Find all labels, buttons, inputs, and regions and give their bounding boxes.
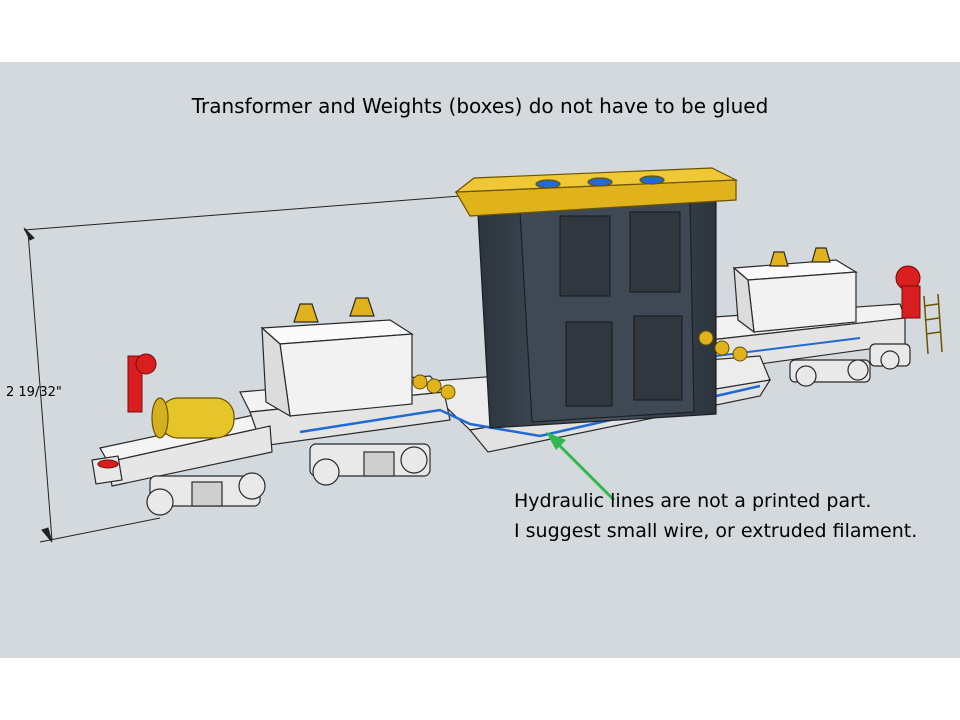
brake-wheel-left	[127, 353, 157, 413]
transformer-yoke	[454, 167, 739, 217]
weight-box-right	[732, 247, 858, 334]
arrow-icon	[546, 432, 616, 502]
annotation-line-2: I suggest small wire, or extruded filame…	[514, 520, 918, 542]
truck-wheels	[146, 343, 911, 516]
diagram-title: Transformer and Weights (boxes) do not h…	[191, 94, 769, 118]
annotation-line-1: Hydraulic lines are not a printed part.	[514, 490, 872, 512]
weight-box-left	[260, 297, 414, 418]
brake-wheel-right	[895, 265, 921, 319]
hydraulic-tank	[151, 397, 235, 439]
lift-lugs	[412, 330, 748, 400]
dimension-line	[23, 195, 461, 543]
dimension-label: 2 19/32"	[6, 385, 62, 400]
red-light	[97, 459, 119, 469]
transformer	[477, 199, 717, 429]
ladder-right	[923, 293, 943, 355]
